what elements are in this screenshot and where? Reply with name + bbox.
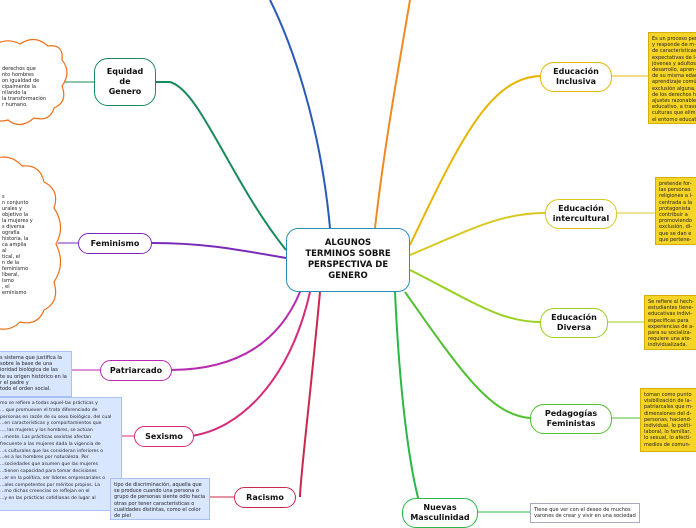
topic-sexismo[interactable]: Sexismo [134,426,194,447]
branch-patriarcado [169,291,301,371]
branch-racismo [299,291,321,498]
note-nuevas-masculinidad: Tiene que ver con el deseo de muchos var… [530,503,640,523]
note-sexismo: mo se refiere a todas aquel-las práctica… [0,397,122,511]
note-pedagogias-feministas: toman como punto visibilización de la- p… [640,388,696,452]
note-racismo: tipo de discriminación, aquella que se p… [110,478,210,520]
note-patriarcado: s sistema que justifica la sobre la base… [0,351,72,397]
topic-nuevas-masculinidad[interactable]: Nuevas Masculinidad [402,498,478,528]
branch-inclusiva [409,75,541,246]
cloud-equidad-shape [0,38,68,126]
topic-educacion-intercultural[interactable]: Educación intercultural [545,199,617,229]
note-educacion-inclusiva: Es un proceso per- y responde de m- de c… [648,32,696,124]
note-equidad: derechos que nto hombres on igualdad de … [2,66,46,108]
note-feminismo: s n conjunto urales y objetivo la la muj… [2,194,33,296]
branch-diversa [409,269,541,323]
branch-equidad [142,81,287,251]
branch-masculinidad [394,291,421,506]
note-educacion-diversa: Se refiere al hech- estudiantes tiene- e… [644,295,696,350]
branch-pedagogias [404,291,531,419]
branch-top-right [374,0,411,229]
branch-top-left [269,0,331,229]
note-educacion-intercultural: pretende for- las personas religiones a … [655,177,696,245]
topic-educacion-inclusiva[interactable]: Educación Inclusiva [540,62,612,92]
central-topic[interactable]: ALGUNOS TERMINOS SOBRE PERSPECTIVA DE GE… [286,228,410,292]
topic-feminismo[interactable]: Feminismo [78,233,152,254]
topic-educacion-diversa[interactable]: Educación Diversa [540,308,608,338]
branch-feminismo [151,242,287,259]
topic-patriarcado[interactable]: Patriarcado [100,360,172,381]
topic-equidad-de-genero[interactable]: Equidad de Genero [94,58,156,106]
branch-intercultural [409,212,546,256]
cloud-feminismo-shape [0,156,62,330]
topic-pedagogias-feministas[interactable]: Pedagogías Feministas [530,404,612,434]
topic-racismo[interactable]: Racismo [234,487,296,508]
branch-sexismo [189,291,311,437]
